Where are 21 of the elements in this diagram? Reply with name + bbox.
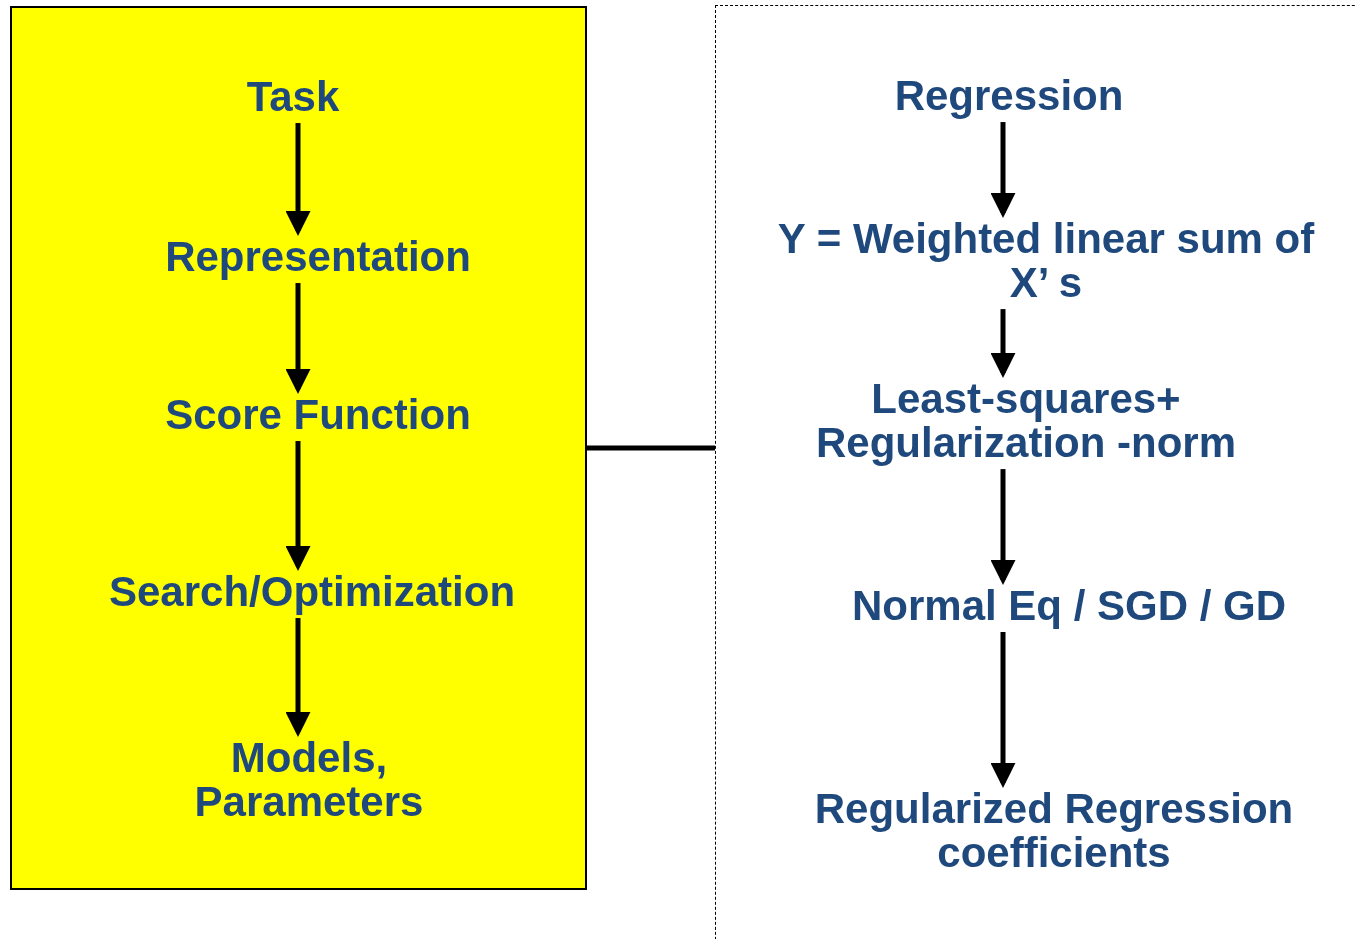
arrow	[285, 123, 311, 236]
step-label: Y = Weighted linear sum of X’ s	[776, 216, 1316, 306]
arrow	[990, 309, 1016, 378]
step-label: Normal Eq / SGD / GD	[851, 583, 1287, 629]
step-label: Regression	[894, 73, 1124, 119]
panel	[10, 6, 587, 890]
step-label: Score Function	[165, 392, 471, 438]
step-label: Task	[246, 74, 340, 120]
arrow	[285, 441, 311, 571]
arrow	[285, 618, 311, 737]
arrow	[990, 632, 1016, 788]
arrow	[990, 122, 1016, 218]
step-label: Models, Parameters	[164, 735, 454, 825]
step-label: Regularized Regression coefficients	[769, 786, 1339, 876]
connector-line	[587, 445, 715, 451]
step-label: Search/Optimization	[108, 569, 516, 615]
dashed-panel	[715, 5, 1356, 939]
arrow	[285, 283, 311, 394]
step-label: Least-squares+ Regularization -norm	[776, 376, 1276, 466]
arrow	[990, 469, 1016, 585]
step-label: Representation	[165, 234, 471, 280]
